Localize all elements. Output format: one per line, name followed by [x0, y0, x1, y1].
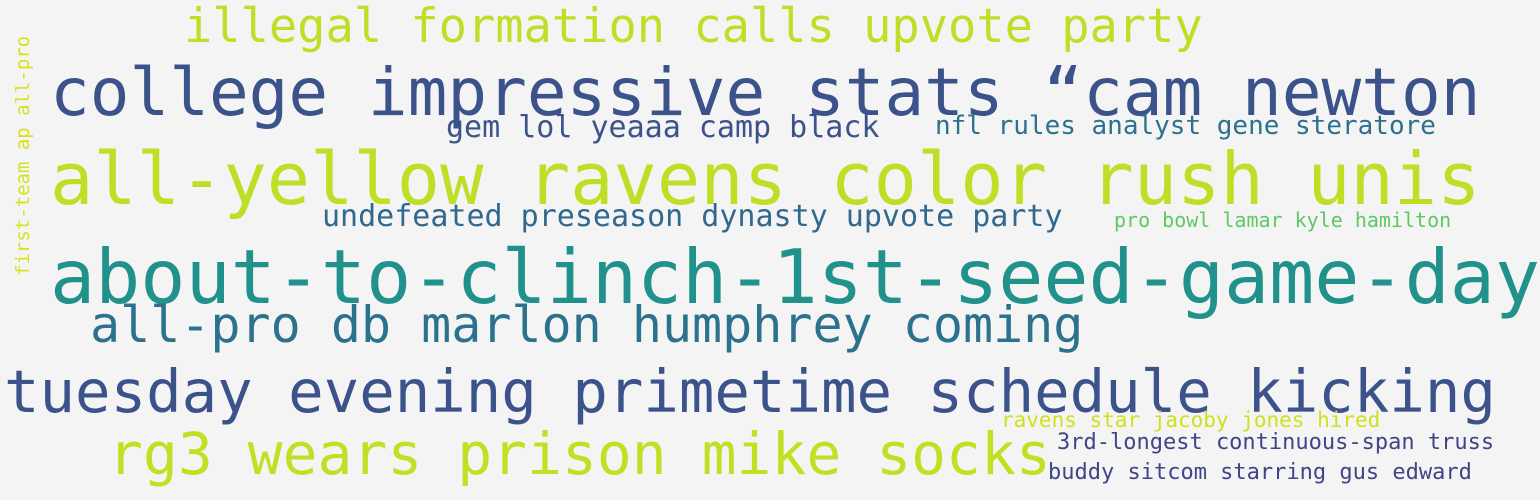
phrase-buddy-sitcom: buddy sitcom starring gus edward: [1048, 460, 1472, 485]
phrase-tuesday-evening: tuesday evening primetime schedule kicki…: [4, 357, 1496, 426]
phrase-about-to-clinch: about-to-clinch-1st-seed-game-day: [50, 233, 1540, 321]
phrase-rg3-wears: rg3 wears prison mike socks: [108, 420, 1051, 488]
phrase-all-yellow-ravens: all-yellow ravens color rush unis: [50, 137, 1481, 221]
phrase-undefeated-preseason: undefeated preseason dynasty upvote part…: [322, 199, 1063, 234]
phrase-pro-bowl-lamar: pro bowl lamar kyle hamilton: [1114, 208, 1452, 232]
phrase-college-impressive: college impressive stats “cam newton: [50, 54, 1481, 131]
phrase-illegal-formation: illegal formation calls upvote party: [184, 0, 1203, 54]
word-cloud: illegal formation calls upvote party col…: [4, 0, 1540, 488]
phrase-ravens-star: ravens star jacoby jones hired: [1001, 408, 1381, 432]
phrase-3rd-longest: 3rd-longest continuous-span truss: [1057, 430, 1495, 455]
phrase-first-team-ap: first-team ap all-pro: [12, 35, 34, 276]
phrase-all-pro-db: all-pro db marlon humphrey coming: [90, 296, 1084, 354]
phrase-nfl-rules-analyst: nfl rules analyst gene steratore: [935, 111, 1436, 141]
phrase-gem-lol: gem lol yeaaa camp black: [446, 110, 880, 145]
